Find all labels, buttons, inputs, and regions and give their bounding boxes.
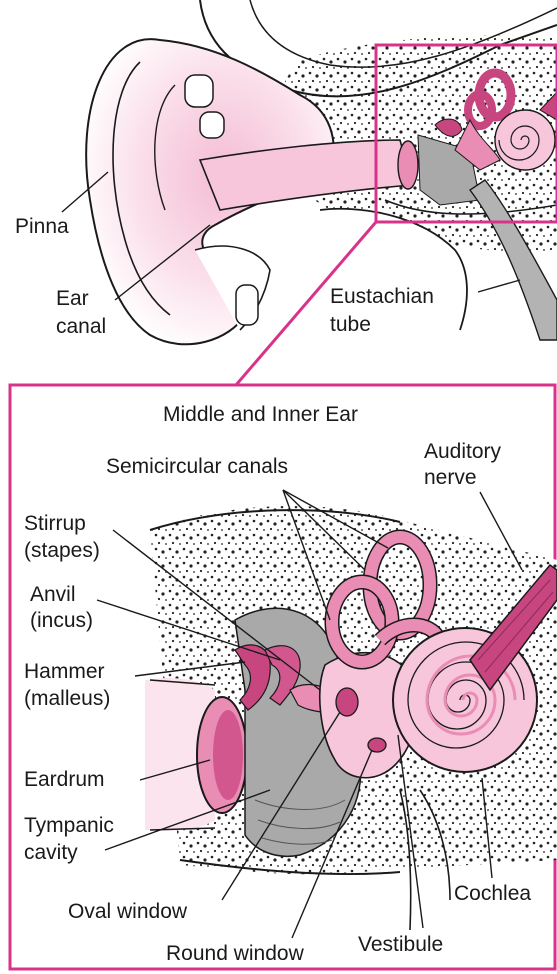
label-eardrum: Eardrum <box>24 768 105 791</box>
label-stirrup-line2: (stapes) <box>24 539 100 562</box>
label-stirrup-line1: Stirrup <box>24 512 86 535</box>
label-hammer-line1: Hammer <box>24 660 105 683</box>
label-semicircular-canals: Semicircular canals <box>106 455 288 478</box>
label-pinna: Pinna <box>15 215 69 238</box>
label-anvil-line1: Anvil <box>30 583 76 606</box>
label-auditory-nerve-line1: Auditory <box>424 440 502 463</box>
label-ear-canal-line2: canal <box>56 315 106 338</box>
outer-ear-illustration <box>86 0 557 385</box>
label-eustachian-line1: Eustachian <box>330 285 434 308</box>
inset-title: Middle and Inner Ear <box>163 403 358 426</box>
round-window-shape <box>368 738 386 752</box>
label-anvil-line2: (incus) <box>30 609 93 632</box>
label-auditory-nerve-line2: nerve <box>424 466 477 489</box>
label-tympanic-line1: Tympanic <box>24 814 114 837</box>
label-round-window: Round window <box>166 942 305 965</box>
label-cochlea: Cochlea <box>454 882 531 905</box>
label-ear-canal-line1: Ear <box>56 287 89 310</box>
label-eustachian-line2: tube <box>330 313 371 336</box>
label-tympanic-line2: cavity <box>24 841 78 864</box>
label-hammer-line2: (malleus) <box>24 687 110 710</box>
label-vestibule: Vestibule <box>358 933 443 956</box>
label-oval-window: Oval window <box>68 900 188 923</box>
